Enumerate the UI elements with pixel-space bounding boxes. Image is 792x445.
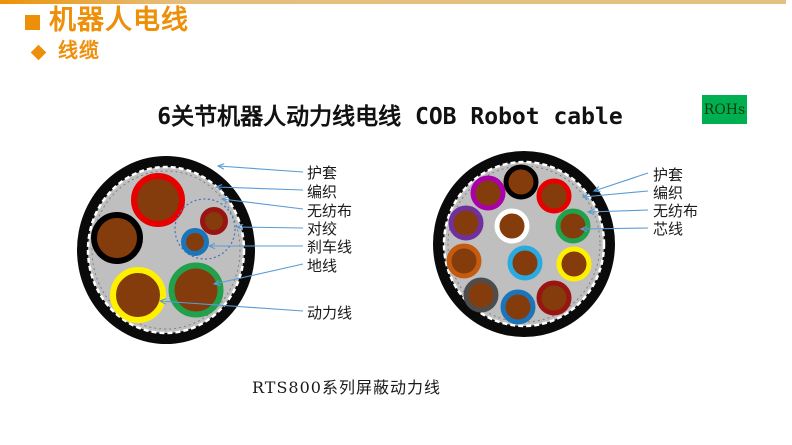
left-power-core-black [91, 212, 143, 264]
rohs-badge: ROHs [702, 95, 747, 124]
main-title: 6关节机器人动力线电线 COB Robot cable [157, 104, 623, 130]
left-twisted-pair-circle [174, 198, 236, 260]
label-ground-wire: 地线 [307, 257, 337, 275]
left-power-core-red [131, 173, 185, 227]
label-braid-left: 编织 [307, 183, 337, 201]
right-core-white [494, 208, 530, 244]
label-sheath-left: 护套 [307, 164, 337, 182]
right-cable-cross-section [433, 151, 615, 337]
leader-nonwoven-right [586, 208, 649, 216]
series-caption: RTS800系列屏蔽动力线 [252, 378, 441, 397]
leader-sheath-right [592, 172, 649, 193]
leader-sheath-left [216, 163, 304, 173]
leader-braid-left [214, 183, 304, 191]
leader-braid-right [581, 190, 649, 200]
label-nonwoven-left: 无纺布 [307, 202, 352, 220]
right-core-yellow [556, 246, 592, 282]
leader-twisted-pair [235, 223, 304, 231]
right-cable-labels: 护套 编织 无纺布 芯线 [653, 166, 698, 238]
leader-nonwoven-left [220, 196, 304, 210]
right-core-green [555, 208, 591, 244]
slide-subheader: 线缆 [30, 40, 100, 62]
left-cable-labels: 护套 编织 无纺布 对绞 刹车线 地线 动力线 [307, 164, 352, 322]
label-twisted-pair: 对绞 [307, 220, 337, 238]
square-bullet-icon [25, 14, 40, 30]
leader-core-wire [579, 225, 649, 233]
label-brake-wire: 刹车线 [307, 238, 352, 256]
right-core-magenta [470, 175, 506, 211]
slide-header: 机器人电线 [25, 7, 189, 34]
right-core-black [503, 164, 539, 200]
label-core-wire: 芯线 [653, 220, 683, 238]
right-core-blue [500, 289, 536, 325]
left-brake-core-darkred [200, 207, 228, 235]
right-core-darkred [536, 280, 572, 316]
leader-ground-wire [212, 263, 304, 286]
left-ground-core-green [168, 262, 224, 318]
right-leader-lines [579, 172, 649, 233]
right-core-gray [463, 277, 499, 313]
label-sheath-right: 护套 [653, 166, 683, 184]
right-core-purple [448, 205, 484, 241]
right-core-orange [446, 243, 482, 279]
right-core-cyan [507, 245, 543, 281]
label-power-wire: 动力线 [307, 304, 352, 322]
leader-power-wire [158, 298, 304, 312]
right-core-red [536, 178, 572, 214]
top-accent-bar [0, 0, 786, 4]
header-subtitle: 线缆 [58, 40, 100, 62]
left-power-core-yellow [110, 267, 166, 323]
left-cable-cross-section [77, 156, 255, 344]
left-nonwoven-wrap [91, 170, 241, 330]
label-nonwoven-right: 无纺布 [653, 202, 698, 220]
label-braid-right: 编织 [653, 184, 683, 202]
left-brake-core-blue [181, 228, 209, 256]
header-title: 机器人电线 [49, 5, 189, 35]
left-leader-lines [158, 163, 304, 312]
